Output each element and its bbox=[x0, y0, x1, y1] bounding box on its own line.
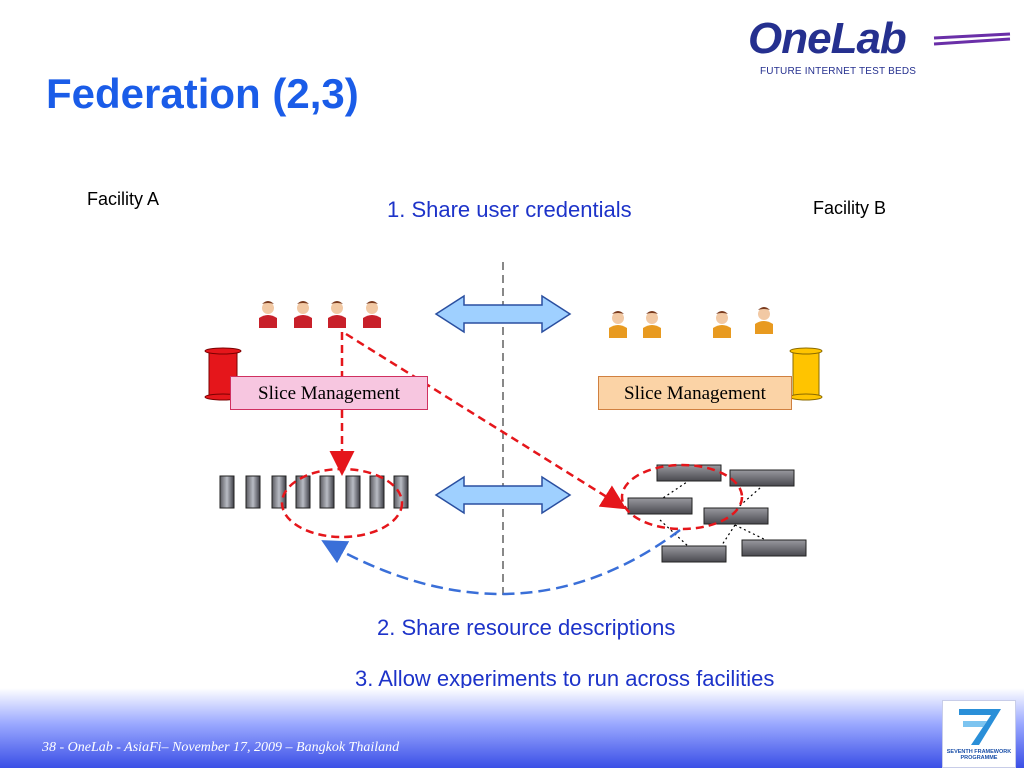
server-icon bbox=[345, 475, 361, 509]
footer-bar bbox=[0, 688, 1024, 768]
step-3-label: 3. Allow experiments to run across facil… bbox=[355, 666, 775, 691]
network-switch-icon bbox=[729, 469, 795, 487]
facility-b-label: Facility B bbox=[813, 198, 887, 218]
person-icon bbox=[328, 301, 346, 328]
fp7-label: SEVENTH FRAMEWORK PROGRAMME bbox=[946, 749, 1012, 761]
server-icon bbox=[245, 475, 261, 509]
red-dashed-arrow-cross bbox=[345, 332, 627, 510]
step-1-label: 1. Share user credentials bbox=[387, 197, 632, 222]
person-icon bbox=[713, 311, 731, 338]
logo-swoosh-icon bbox=[933, 32, 1011, 46]
step-2-label: 2. Share resource descriptions bbox=[377, 615, 676, 640]
resources-double-arrow bbox=[434, 475, 572, 515]
footer-text: 38 - OneLab - AsiaFi– November 17, 2009 … bbox=[42, 740, 400, 755]
federation-diagram bbox=[204, 262, 823, 596]
scroll-icon-facility-a bbox=[204, 347, 242, 401]
person-icon bbox=[609, 311, 627, 338]
facility-a-users bbox=[259, 301, 381, 328]
logo-wordmark: OneLab bbox=[748, 14, 907, 63]
server-icon bbox=[219, 475, 235, 509]
person-icon bbox=[294, 301, 312, 328]
scroll-icon-facility-b bbox=[789, 347, 823, 401]
facility-b-users bbox=[609, 307, 773, 338]
logo-tagline: FUTURE INTERNET TEST BEDS bbox=[760, 66, 917, 77]
facility-a-servers bbox=[219, 475, 409, 509]
server-icon bbox=[295, 475, 311, 509]
person-icon bbox=[363, 301, 381, 328]
facility-a-label: Facility A bbox=[87, 189, 160, 209]
facility-b-network bbox=[627, 464, 807, 563]
slice-management-facility-b: Slice Management bbox=[598, 376, 792, 410]
server-icon bbox=[369, 475, 385, 509]
server-icon bbox=[319, 475, 335, 509]
blue-dashed-curved-arrow bbox=[321, 528, 681, 596]
fp7-badge: SEVENTH FRAMEWORK PROGRAMME bbox=[942, 700, 1016, 768]
person-icon bbox=[643, 311, 661, 338]
person-icon bbox=[259, 301, 277, 328]
fp7-logo-icon bbox=[959, 709, 1001, 745]
network-switch-icon bbox=[661, 545, 727, 563]
network-switch-icon bbox=[656, 464, 722, 482]
person-icon bbox=[755, 307, 773, 334]
network-switch-icon bbox=[703, 507, 769, 525]
network-switch-icon bbox=[627, 497, 693, 515]
onelab-logo: OneLab FUTURE INTERNET TEST BEDS bbox=[744, 14, 1014, 84]
slide-title: Federation (2,3) bbox=[46, 70, 359, 117]
slice-management-facility-a: Slice Management bbox=[230, 376, 428, 410]
credentials-double-arrow bbox=[434, 294, 572, 334]
network-switch-icon bbox=[741, 539, 807, 557]
